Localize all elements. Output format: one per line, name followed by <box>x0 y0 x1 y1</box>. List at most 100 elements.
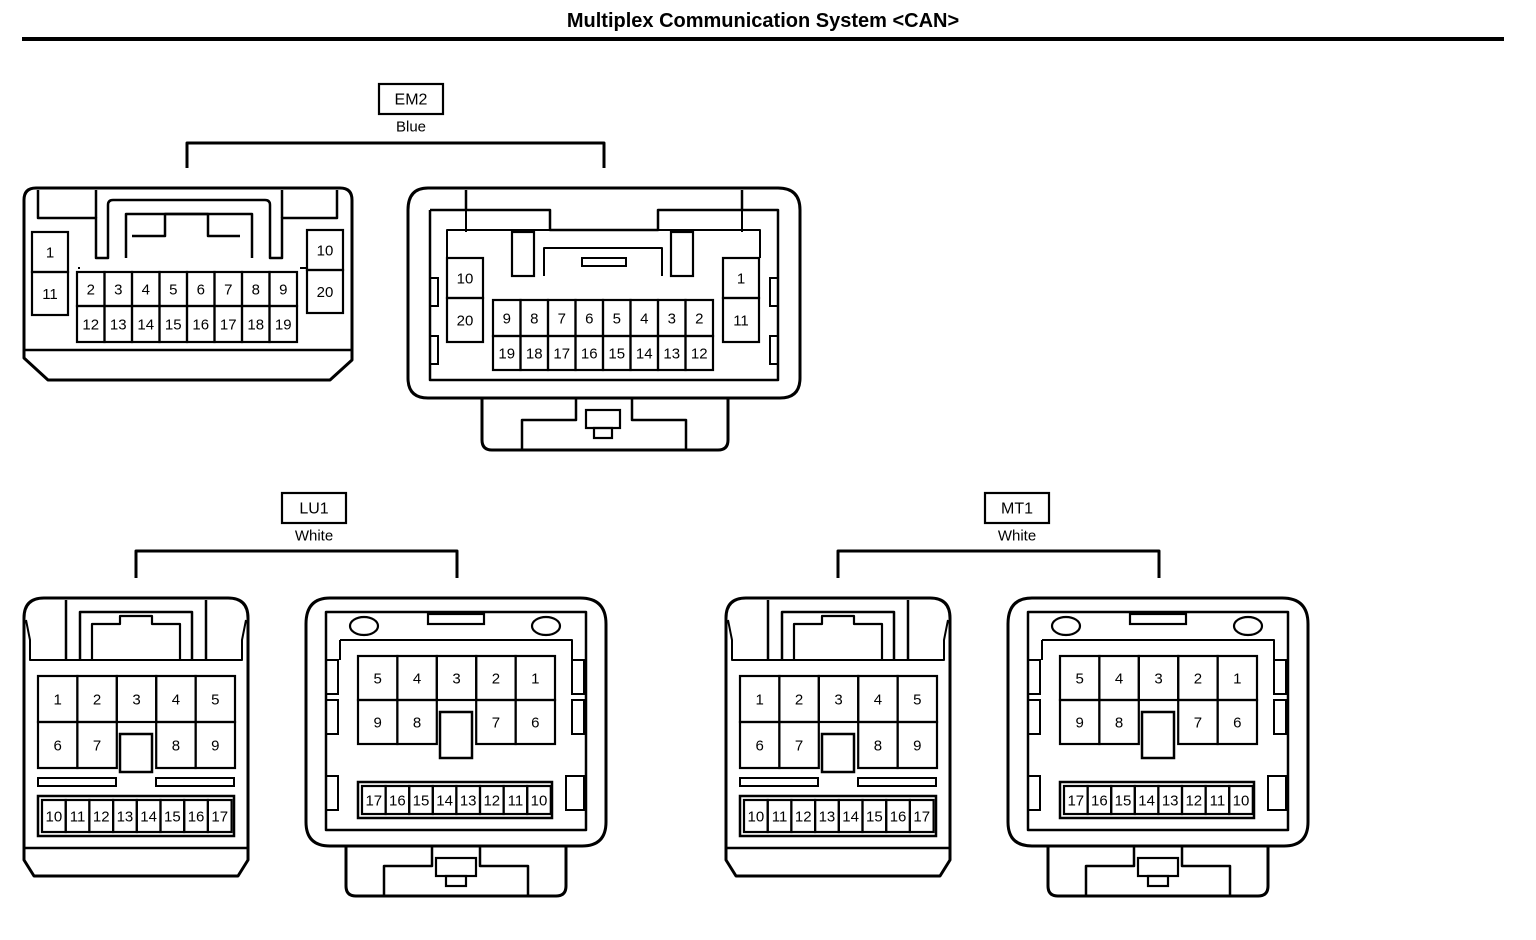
pin-5: 5 <box>1076 671 1084 688</box>
guide-rib <box>571 699 585 735</box>
pin-16: 16 <box>1091 793 1108 810</box>
pin-16: 16 <box>389 793 406 810</box>
separator-bar <box>37 777 117 787</box>
connector-code-box <box>983 491 1051 525</box>
guide-rib <box>429 277 439 307</box>
pin-4: 4 <box>142 282 150 299</box>
pin-cell <box>896 720 939 770</box>
pin-15: 15 <box>608 346 625 363</box>
pin-1: 1 <box>1233 671 1241 688</box>
pin-19: 19 <box>275 317 292 334</box>
latch-detail <box>444 874 468 888</box>
housing-detail <box>766 600 910 660</box>
connector-code: MT1 <box>1001 501 1033 518</box>
housing-detail <box>792 614 884 660</box>
pin-7: 7 <box>224 282 232 299</box>
pin-12: 12 <box>93 809 110 826</box>
guide-rib <box>1027 699 1041 735</box>
pin-9: 9 <box>503 311 511 328</box>
pin-7: 7 <box>558 311 566 328</box>
pin-10: 10 <box>317 243 334 260</box>
pin-19: 19 <box>498 346 515 363</box>
pin-17: 17 <box>220 317 237 334</box>
pin-6: 6 <box>756 738 764 755</box>
guide-rib <box>565 775 585 811</box>
pin-1: 1 <box>46 245 54 262</box>
latch-slot <box>669 230 695 278</box>
pin-10: 10 <box>748 809 765 826</box>
pin-8: 8 <box>530 311 538 328</box>
housing-outline <box>1006 596 1310 848</box>
latch-detail <box>426 612 486 626</box>
latch-detail <box>592 426 614 440</box>
pin-17: 17 <box>211 809 228 826</box>
housing-outline <box>22 186 354 382</box>
connector-code-box <box>377 82 445 116</box>
pin-15: 15 <box>866 809 883 826</box>
pin-cell <box>684 334 715 372</box>
guide-rib <box>769 335 779 365</box>
pin-cell <box>76 720 118 770</box>
housing-detail <box>64 600 208 660</box>
pin-20: 20 <box>317 284 334 301</box>
pin-13: 13 <box>110 317 127 334</box>
guide-rib <box>325 775 339 811</box>
pin-cell <box>1228 784 1254 816</box>
housing-detail <box>446 229 761 258</box>
pin-5: 5 <box>613 311 621 328</box>
pin-14: 14 <box>1138 793 1155 810</box>
housing-detail <box>520 398 688 450</box>
pin-cell <box>194 720 237 770</box>
connector-color: Blue <box>396 119 426 136</box>
pin-7: 7 <box>492 715 500 732</box>
pin-row-frame <box>738 794 938 838</box>
pin-5: 5 <box>169 282 177 299</box>
connector-color: White <box>998 528 1036 545</box>
pin-cell <box>445 296 485 344</box>
key-block <box>118 732 154 774</box>
latch-detail <box>1136 856 1180 878</box>
guide-hole <box>1232 615 1264 637</box>
housing-outline <box>304 596 608 848</box>
pin-3: 3 <box>834 692 842 709</box>
pin-1: 1 <box>756 692 764 709</box>
housing-outline <box>406 186 802 400</box>
key-block <box>820 732 856 774</box>
pin-6: 6 <box>531 715 539 732</box>
pin-17: 17 <box>913 809 930 826</box>
page-title: Multiplex Communication System <CAN> <box>566 10 960 32</box>
pin-cell <box>908 798 935 834</box>
housing-detail <box>1026 610 1290 832</box>
pin-cell <box>526 784 552 816</box>
housing-detail <box>1042 639 1275 660</box>
pin-16: 16 <box>192 317 209 334</box>
housing-detail <box>466 208 742 232</box>
pin-13: 13 <box>117 809 134 826</box>
guide-hole <box>530 615 562 637</box>
pin-12: 12 <box>795 809 812 826</box>
pin-2: 2 <box>795 692 803 709</box>
pin-12: 12 <box>691 346 708 363</box>
pin-4: 4 <box>413 671 421 688</box>
pin-16: 16 <box>890 809 907 826</box>
housing-detail <box>780 610 896 660</box>
housing-detail <box>78 610 194 660</box>
pin-11: 11 <box>733 313 749 330</box>
guide-hole <box>348 615 380 637</box>
pin-9: 9 <box>1076 715 1084 732</box>
pin-6: 6 <box>197 282 205 299</box>
housing-detail <box>324 610 588 832</box>
pin-12: 12 <box>1185 793 1202 810</box>
housing-detail <box>1084 846 1232 896</box>
pin-8: 8 <box>413 715 421 732</box>
pin-11: 11 <box>508 793 524 810</box>
pin-6: 6 <box>54 738 62 755</box>
latch-detail <box>1128 612 1188 626</box>
guide-rib <box>571 659 585 695</box>
